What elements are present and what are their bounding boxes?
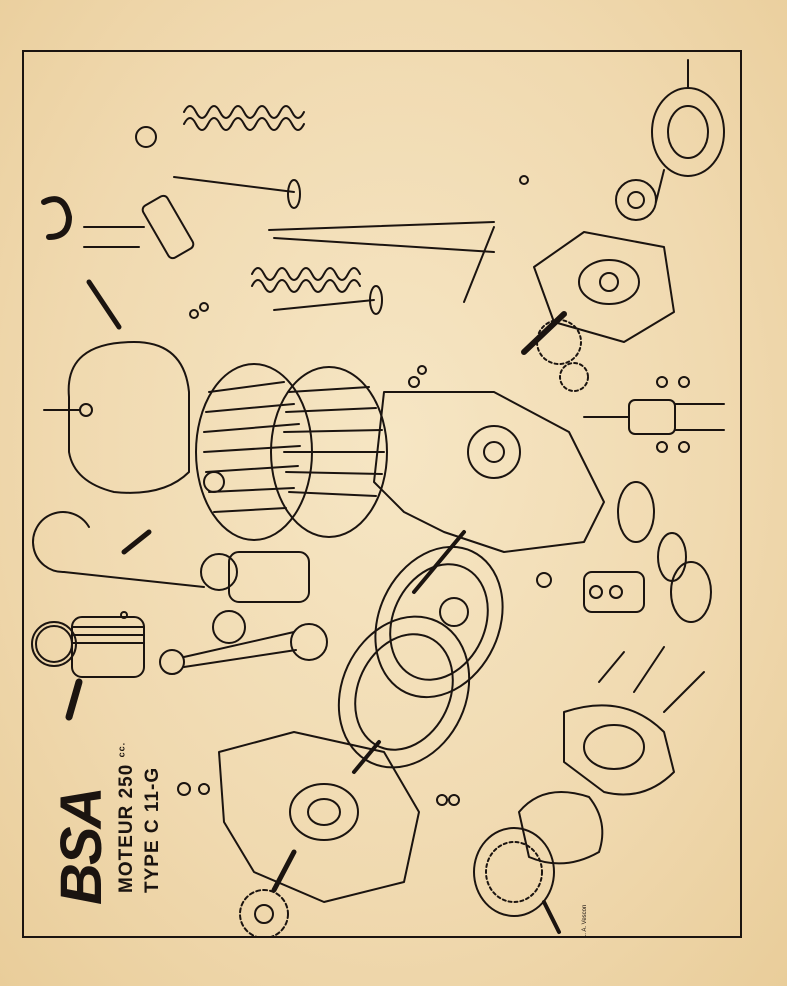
engine-capacity-label: MOTEUR 250 cc. <box>116 742 138 893</box>
page-border-frame <box>22 50 742 938</box>
pump-body <box>583 571 645 613</box>
flywheel-lower <box>337 615 471 774</box>
rocker-parts <box>41 126 195 330</box>
flywheel-upper <box>374 530 504 699</box>
oil-pipe <box>32 511 205 588</box>
engine-capacity-unit: cc. <box>116 741 127 758</box>
piston <box>31 616 145 721</box>
carburettor <box>121 529 310 644</box>
bsa-logo: BSA <box>49 788 114 905</box>
oil-pump <box>583 399 725 435</box>
cam-gears <box>536 319 589 392</box>
crankcase-drive-side <box>218 731 420 903</box>
valve-spring-top <box>183 105 305 131</box>
cylinder-barrel <box>195 363 388 541</box>
small-hardware <box>120 175 690 806</box>
connecting-rod <box>159 623 328 675</box>
valve-spring-middle <box>251 267 361 293</box>
alternator-stator <box>563 646 705 796</box>
engine-capacity-text: MOTEUR 250 <box>116 763 137 893</box>
valves <box>173 176 383 315</box>
artist-signature: L. A. Vescon <box>582 904 588 938</box>
rocker-box <box>43 341 190 494</box>
magneto-cover <box>651 59 725 203</box>
timing-cover <box>533 179 675 343</box>
pushrods <box>268 221 495 303</box>
engine-type-label: TYPE C 11-G <box>142 766 163 893</box>
alternator-rotor <box>473 827 561 934</box>
engine-sprocket <box>239 849 297 936</box>
crankcase-timing-side <box>373 311 605 553</box>
points-plate <box>518 791 604 865</box>
exploded-engine-drawing <box>31 59 725 936</box>
gaskets <box>617 481 712 623</box>
